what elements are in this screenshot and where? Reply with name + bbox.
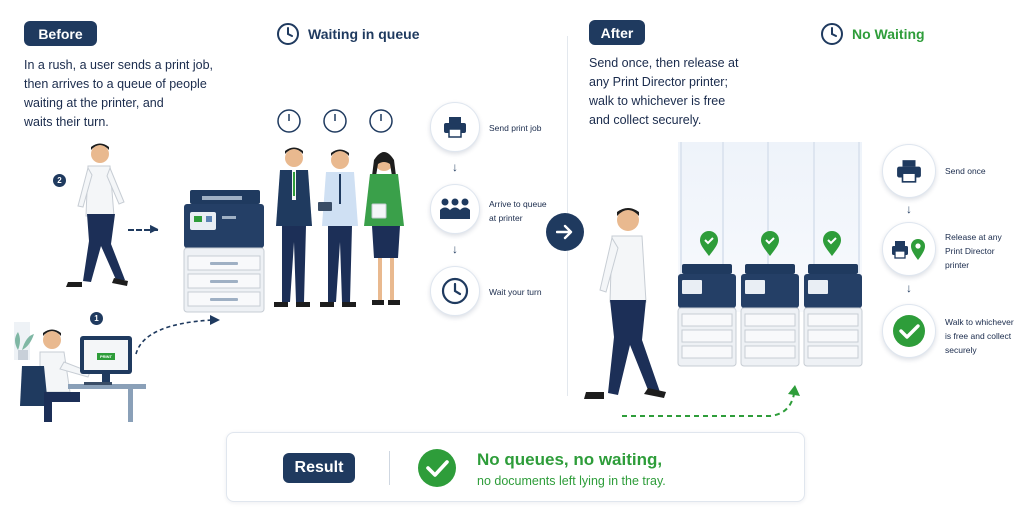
result-headline: No queues, no waiting, [477,450,663,469]
before-step-3-circle [430,266,480,316]
waiting-clock-icon-1 [277,109,301,133]
result-subline: no documents left lying in the tray. [477,474,666,488]
waiting-clock-icon-3 [369,109,393,133]
after-step-1-circle [882,144,936,198]
before-down-arrow-1: ↓ [452,160,458,174]
walking-arrow-head: ▶ [150,223,159,235]
available-pin-icon-1 [700,231,718,256]
before-down-arrow-2: ↓ [452,242,458,256]
step-marker-1: 1 [90,312,103,325]
after-description: Send once, then release at any Print Dir… [589,56,739,127]
print-director-printers-illustration [677,264,863,367]
desk-user-illustration [14,322,146,422]
arrow-right-icon [556,224,573,240]
clock-icon [441,277,469,305]
before-heading: Waiting in queue [276,22,419,46]
printer-icon [897,160,921,183]
clock-icon [821,23,843,45]
people-icon [440,198,470,219]
after-badge: After [589,20,645,45]
after-heading: No Waiting [820,22,925,46]
monitor-print-button: PRINT [97,353,115,360]
after-step-2-circle [882,222,936,276]
desk-to-printer-arrow [135,315,220,355]
check-icon [893,315,925,347]
before-step-2-circle [430,184,480,234]
clock-icon [277,23,299,45]
available-pin-icon-3 [823,231,841,256]
walking-arrow [128,229,158,231]
after-step-3-circle [882,304,936,358]
result-check-icon [418,449,456,487]
step-marker-2: 2 [53,174,66,187]
before-to-after-arrow [546,213,584,251]
green-path-arrow [622,385,800,417]
waiting-clock-icon-2 [323,109,347,133]
before-heading-text: Waiting in queue [308,26,420,42]
after-down-arrow-1: ↓ [906,202,912,216]
result-divider [389,451,390,485]
queue-people-illustration [274,147,404,307]
printer-icon [444,117,466,138]
before-description: In a rush, a user sends a print job, the… [24,58,213,129]
available-pin-icon-2 [761,231,779,256]
walking-user-after-illustration [584,208,666,399]
before-step-2-label: Arrive to queue at printer [489,199,547,223]
before-step-1-label: Send print job [489,123,542,133]
printer-location-icon [892,239,925,260]
after-step-3-label: Walk to whichever is free and collect se… [945,317,1014,355]
queue-printer-illustration [183,190,265,313]
after-heading-text: No Waiting [852,26,925,42]
result-panel: Result No queues, no waiting, no documen… [226,432,805,502]
before-step-1-circle [430,102,480,152]
result-badge: Result [283,453,355,483]
before-badge: Before [24,21,97,46]
walking-user-illustration [66,143,128,287]
after-step-2-label: Release at any Print Director printer [945,232,1002,270]
before-step-3-label: Wait your turn [489,287,542,297]
after-step-1-label: Send once [945,166,986,176]
after-down-arrow-2: ↓ [906,281,912,295]
